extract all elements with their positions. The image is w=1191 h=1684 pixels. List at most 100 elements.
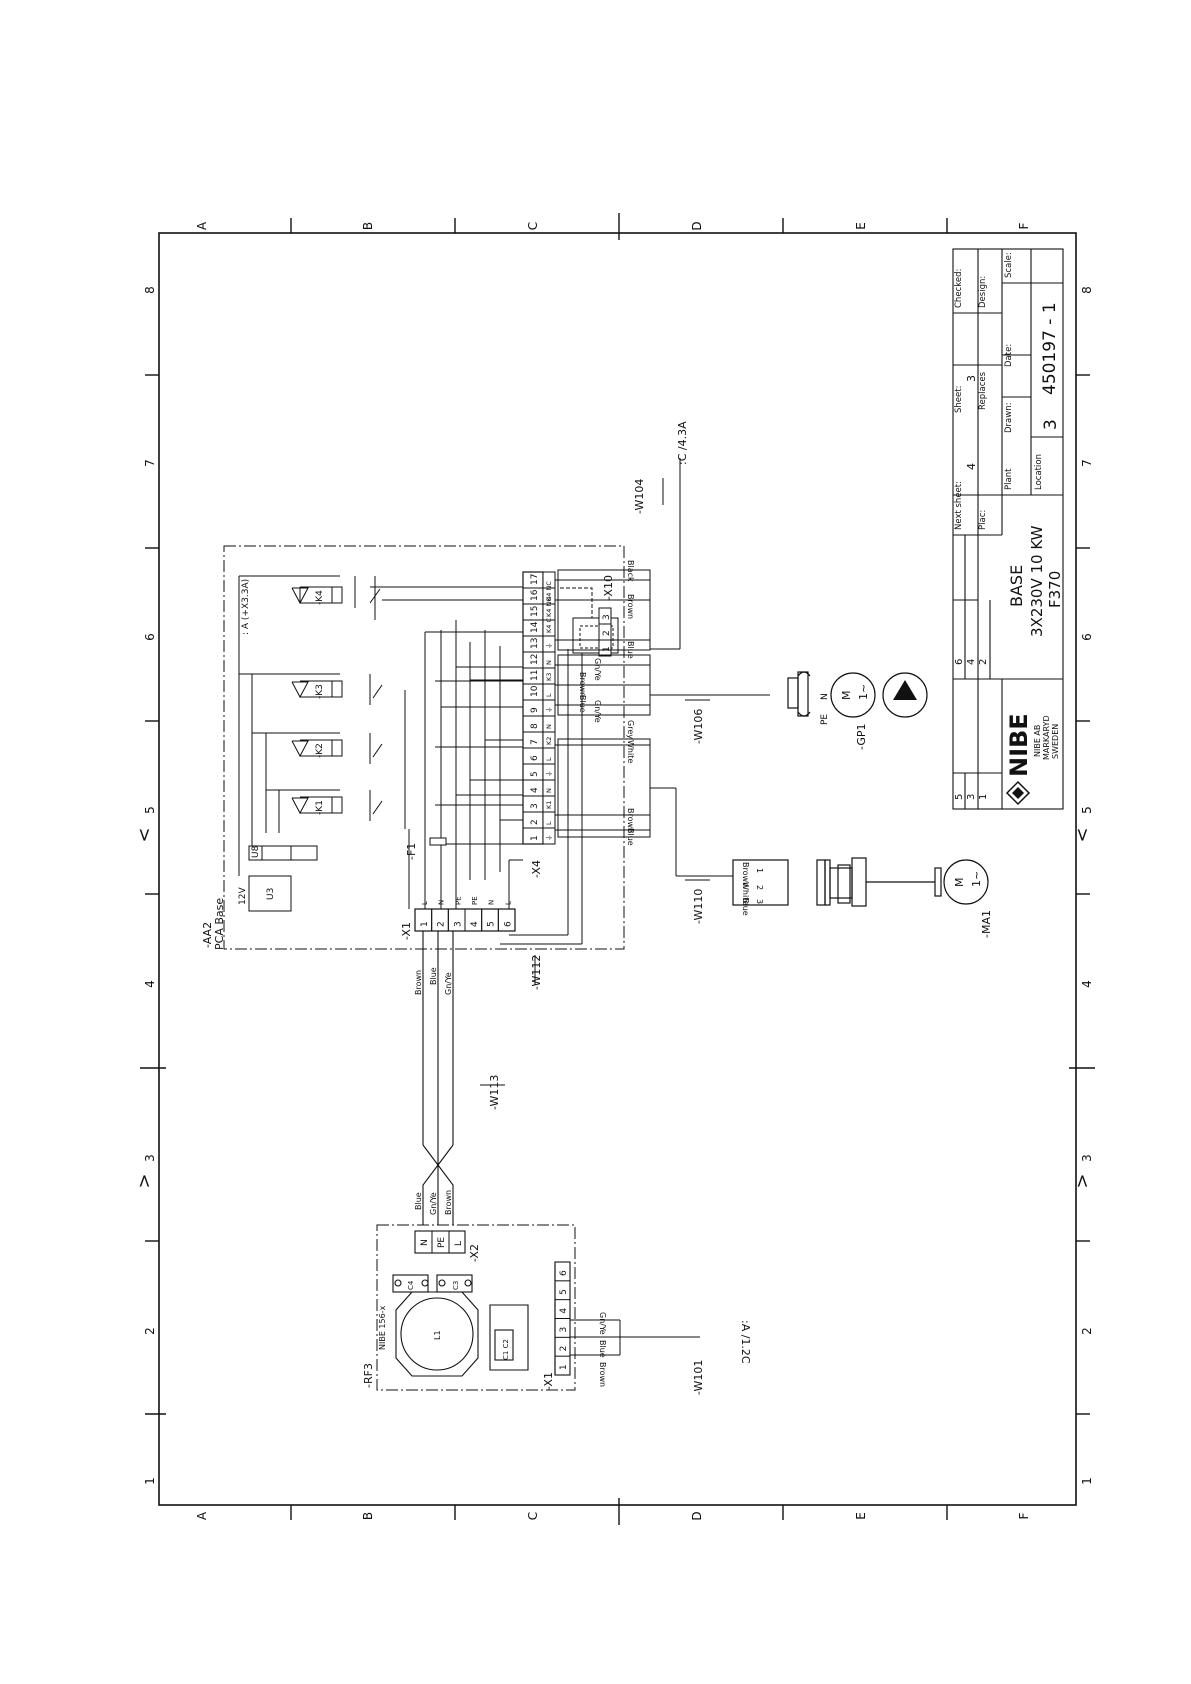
x2-pin: L [454, 1241, 464, 1246]
gp1-pin-n: N [820, 693, 830, 700]
rf3-terminal-number: 1 [559, 1364, 569, 1370]
x4-pin-signal: L [545, 821, 553, 825]
x4-pin-number: 15 [530, 606, 540, 617]
revision-slot: 4 [966, 659, 977, 665]
x4-pin-number: 4 [530, 787, 540, 793]
x1-pin-number: 6 [503, 921, 513, 927]
x4-pin-number: 1 [530, 835, 540, 841]
replaces-label: Replaces [978, 371, 988, 410]
u8-label: U8 [251, 845, 261, 858]
revision-slot: 3 [966, 794, 977, 800]
c4-label: C4 [407, 1280, 415, 1290]
x4-pin-signal: K1 [545, 801, 553, 809]
x4-pin-signal: N [545, 724, 553, 729]
col-label-bottom: E [854, 1512, 868, 1520]
pca-base-label: PCA Base [213, 898, 226, 950]
w104-label: -W104 [633, 479, 646, 514]
fan-pin-2: 2 [755, 885, 764, 890]
x2-label: -X2 [468, 1244, 481, 1262]
row-label-left: 5 [143, 806, 157, 814]
x4-pin-signal: N [545, 660, 553, 665]
drawing-frame [158, 232, 1077, 1506]
wire-color-black: Black [626, 560, 635, 582]
k4-label: -K4 [315, 590, 325, 605]
x1-pin-signal: N [438, 900, 446, 905]
x1-pin-number: 5 [487, 921, 497, 927]
x4-pin-signal: N [545, 788, 553, 793]
x4-pin-number: 5 [530, 771, 540, 777]
x4-pin-number: 10 [530, 685, 540, 697]
revision-number: 3 [1041, 419, 1061, 430]
cable-wire-gnye: Gn/Ye [429, 1192, 438, 1215]
location-label: Location [1034, 454, 1044, 490]
ma1-motor-symbol: M [953, 878, 966, 888]
rf3-x1-label: -X1 [542, 1372, 555, 1390]
rf3-wire-brown: Brown [598, 1362, 607, 1387]
rf3-terminal-number: 2 [559, 1346, 569, 1352]
x4-pin-signal: K3 [545, 673, 553, 681]
title-block [952, 248, 1064, 810]
x10-pin: 3 [602, 614, 612, 620]
plac-label: Plac: [978, 510, 988, 530]
wire-color-white: White [626, 740, 635, 763]
x4-pin-signal: L [545, 757, 553, 761]
scale-label: Scale: [1004, 252, 1014, 278]
rf3-part-label: NIBE 156-x [378, 1305, 387, 1350]
gp1-motor-symbol: M [840, 691, 853, 701]
drawing-subtitle: 3X230V 10 KW [1028, 525, 1046, 637]
col-label-bottom: F [1017, 1512, 1031, 1519]
c1c2-label: C1 C2 [502, 1339, 510, 1360]
row-label-right: 6 [1080, 633, 1094, 641]
row-label-right: 5 [1080, 806, 1094, 814]
x4-pin-signal: ⏚ [545, 643, 553, 650]
sheet-label: Sheet: [954, 386, 964, 413]
revision-slot: 1 [978, 794, 989, 800]
side-mark-right: > [1072, 1173, 1093, 1188]
cable-wire-brown: Brown [414, 970, 423, 995]
wire-color-blue: Blue [626, 828, 635, 846]
rf3-terminal-number: 3 [559, 1327, 569, 1333]
x4-pin-number: 7 [530, 739, 540, 745]
x4-pin-number: 8 [530, 723, 540, 729]
x4-pin-signal: ⏚ [545, 771, 553, 778]
frame-dividers [140, 213, 1095, 1525]
col-label-top: C [526, 222, 540, 230]
w113-label: -W113 [488, 1075, 501, 1110]
x4-pin-signal: K2 [545, 737, 553, 745]
x1-pin-number: 3 [453, 921, 463, 927]
circulation-pump-gp1: M 1~ N PE -GP1 [787, 671, 928, 750]
gp1-pin-pe: PE [820, 714, 830, 725]
fan-wire-white: White [741, 882, 750, 905]
internal-wiring [370, 586, 583, 945]
row-label-left: 4 [143, 980, 157, 988]
x1-pin-signal: N [488, 900, 496, 905]
drawing-title: BASE [1007, 565, 1026, 607]
f1-label: -F1 [405, 843, 418, 860]
title-block-labels: Checked: Design: Scale: Sheet: 3 Replace… [954, 252, 1044, 530]
a12c-ref: :A /1.2C [739, 1320, 752, 1364]
rf3-terminal-number: 5 [559, 1289, 569, 1295]
x4-pin-signal: K4 NC [545, 581, 553, 601]
x1-pin-number: 2 [437, 921, 447, 927]
wire-color-grey: Grey [626, 720, 635, 739]
a63a-ref: : A (+X3.3A) [241, 579, 251, 635]
power-supply-u8 [238, 833, 318, 912]
next-sheet-value: 4 [965, 463, 978, 470]
k2-label: -K2 [315, 743, 325, 758]
x4-pin-number: 11 [530, 670, 540, 681]
c43a-ref: :C /4.3A [676, 421, 689, 465]
revision-slot: 2 [978, 659, 989, 665]
col-label-top: F [1017, 222, 1031, 229]
wire-color-gnye: Gn/Ye [593, 700, 602, 723]
rf3-wire-gnye: Gn/Ye [598, 1312, 607, 1335]
logo-wordmark: NIBE [1005, 713, 1033, 777]
row-label-left: 8 [143, 286, 157, 294]
document-number: 450197 - 1 [1040, 302, 1060, 395]
fan-ma1: Brown White Blue 1 2 3 M 1~ -MA1 [732, 857, 993, 938]
fan-pin-1: 1 [755, 868, 764, 873]
aa2-label: -AA2 [201, 922, 214, 948]
relays [238, 575, 406, 833]
revision-slot: 6 [954, 659, 965, 665]
sheet-value: 3 [965, 375, 978, 382]
